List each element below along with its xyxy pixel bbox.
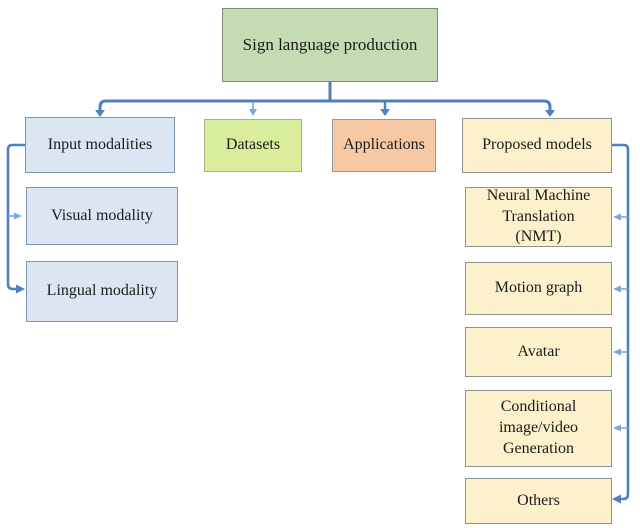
node-label: Proposed models bbox=[482, 136, 592, 154]
arrow-left-conditional-generation bbox=[613, 424, 621, 432]
connector-bus bbox=[95, 99, 555, 117]
node-label: Input modalities bbox=[47, 135, 153, 153]
node-label: Conditional image/video Generation bbox=[498, 398, 579, 457]
node-label: Lingual modality bbox=[46, 282, 158, 300]
node-label: Datasets bbox=[225, 136, 281, 154]
node-proposed-models: Proposed models bbox=[462, 118, 612, 173]
node-avatar: Avatar bbox=[465, 327, 612, 377]
connector-left-branch bbox=[6, 143, 25, 294]
arrow-down-proposed-models bbox=[545, 110, 555, 117]
arrow-down-datasets bbox=[249, 109, 257, 116]
node-label: Motion graph bbox=[494, 279, 583, 297]
node-applications: Applications bbox=[332, 119, 436, 172]
node-input-modalities: Input modalities bbox=[25, 117, 175, 173]
arrow-down-input-modalities bbox=[95, 110, 105, 117]
node-motion-graph: Motion graph bbox=[465, 262, 612, 315]
node-sign-language-production: Sign language production bbox=[222, 8, 438, 82]
node-lingual-modality: Lingual modality bbox=[26, 261, 178, 322]
arrow-left-avatar bbox=[613, 348, 621, 356]
node-label: Neural Machine Translation (NMT) bbox=[486, 186, 591, 246]
node-conditional-image-video-generation: Conditional image/video Generation bbox=[465, 390, 612, 467]
connector-right-branch bbox=[612, 143, 630, 504]
node-label: Sign language production bbox=[242, 34, 418, 54]
arrow-down-applications bbox=[380, 109, 390, 116]
node-label: Others bbox=[517, 491, 560, 509]
node-visual-modality: Visual modality bbox=[26, 187, 178, 245]
connector-datasets-drop bbox=[249, 102, 257, 116]
arrow-right-visual-modality bbox=[14, 212, 22, 220]
node-others: Others bbox=[465, 478, 612, 524]
arrow-left-nmt bbox=[613, 213, 621, 221]
connector-applications-drop bbox=[380, 102, 390, 116]
node-label: Avatar bbox=[517, 342, 560, 360]
node-label: Applications bbox=[343, 136, 425, 154]
node-label: Visual modality bbox=[51, 206, 153, 224]
arrow-left-others bbox=[612, 494, 621, 504]
arrow-left-motion-graph bbox=[613, 285, 621, 293]
node-datasets: Datasets bbox=[204, 119, 302, 172]
node-neural-machine-translation: Neural Machine Translation (NMT) bbox=[465, 187, 612, 247]
arrow-right-lingual-modality bbox=[16, 284, 25, 294]
